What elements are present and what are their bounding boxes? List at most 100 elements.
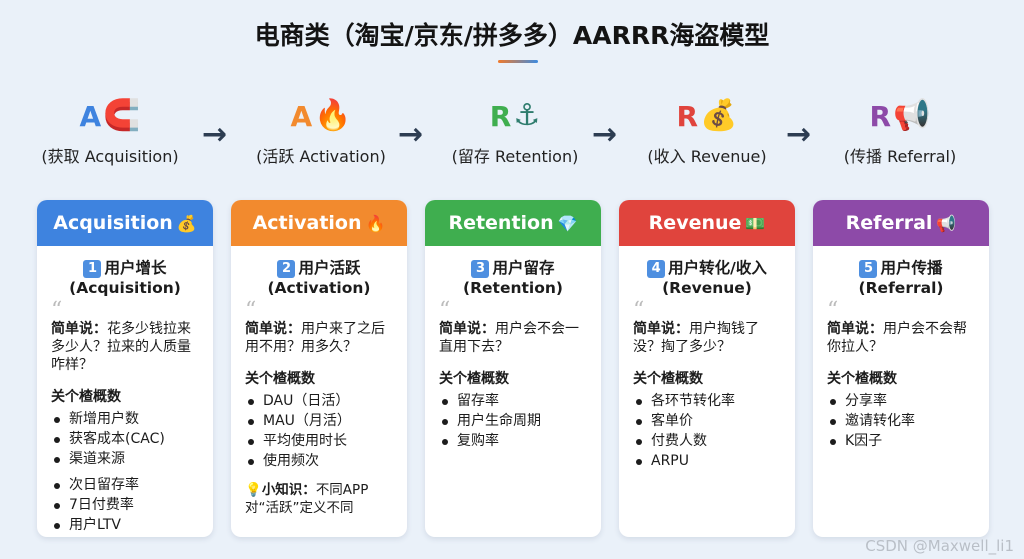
list-item: 新增用户数: [51, 409, 199, 429]
card-subtitle-cn: 用户增长: [104, 259, 167, 277]
watermark: CSDN @Maxwell_li1: [865, 537, 1014, 555]
quote-icon: “: [51, 298, 63, 323]
list-item: 付费人数: [633, 431, 781, 451]
stage-letter: R: [489, 99, 512, 133]
simple-label: 简单说：: [439, 321, 495, 337]
arrow-icon: →: [786, 117, 812, 152]
simple-text: 用户会不会一直用下去？: [439, 321, 579, 355]
card-subtitle-en: (Acquisition): [69, 279, 181, 297]
card-header-title: Revenue: [648, 212, 742, 234]
tip-label: 小知识：: [261, 482, 316, 498]
quote-icon: “: [827, 298, 839, 323]
card-header: Referral 📢: [813, 200, 989, 246]
megaphone-icon: 📢: [893, 98, 931, 133]
list-item: 用户生命周期: [439, 411, 587, 431]
quote-icon: “: [439, 298, 451, 323]
list-item: 复购率: [439, 431, 587, 451]
metrics-title: 关个楂概数: [439, 371, 509, 387]
page-title: 电商类（淘宝/京东/拼多多）AARRR海盗模型: [254, 21, 770, 50]
metrics-list-secondary: 次日留存率 7日付费率 用户LTV: [51, 475, 199, 535]
card-header-title: Retention: [448, 212, 554, 234]
card-header: Revenue 💵: [619, 200, 795, 246]
stage-caption: (收入 Revenue): [647, 147, 767, 166]
card-subtitle-en: (Referral): [858, 279, 944, 297]
gem-icon: 💎: [557, 213, 578, 233]
megaphone-icon: 📢: [936, 213, 957, 233]
card-subtitle-cn: 用户转化/收入: [668, 259, 767, 277]
simple-explanation: 简单说：用户会不会一直用下去？: [439, 320, 587, 356]
simple-label: 简单说：: [245, 321, 301, 337]
fire-icon: 🔥: [365, 213, 386, 233]
list-item: 获客成本(CAC): [51, 429, 199, 449]
magnet-icon: 🧲: [103, 98, 141, 133]
arrow-icon: →: [592, 117, 618, 152]
card-subtitle-cn: 用户传播: [880, 259, 943, 277]
number-badge: 2: [277, 260, 296, 278]
list-item: DAU（日活）: [245, 391, 393, 411]
metrics-list: DAU（日活） MAU（月活） 平均使用时长 使用频次: [245, 391, 393, 471]
card-header-title: Referral: [845, 212, 933, 234]
fire-icon: 🔥: [314, 98, 352, 133]
card-header-title: Acquisition: [53, 212, 173, 234]
list-item: K因子: [827, 431, 975, 451]
simple-label: 简单说：: [51, 321, 107, 337]
simple-explanation: 简单说：用户会不会帮你拉人？: [827, 320, 975, 356]
metrics-title: 关个楂概数: [51, 389, 121, 405]
money-bag-icon: 💰: [700, 98, 738, 133]
list-item: 邀请转化率: [827, 411, 975, 431]
stage-caption: (获取 Acquisition): [41, 147, 179, 166]
card-subtitle-en: (Activation): [267, 279, 371, 297]
card-subtitle-cn: 用户活跃: [298, 259, 361, 277]
stage-activation: A 🔥 (活跃 Activation): [236, 92, 406, 167]
metrics-title: 关个楂概数: [827, 371, 897, 387]
list-item: ARPU: [633, 451, 781, 471]
tip-note: 💡小知识：不同APP对“活跃”定义不同: [245, 481, 393, 517]
list-item: 平均使用时长: [245, 431, 393, 451]
simple-explanation: 简单说：用户来了之后用不用？用多久？: [245, 320, 393, 356]
stage-letter: R: [869, 99, 892, 133]
list-item: 用户LTV: [51, 515, 199, 535]
money-bag-icon: 💰: [176, 213, 197, 233]
simple-text: 用户来了之后用不用？用多久？: [245, 321, 385, 355]
stage-referral: R 📢 (传播 Referral): [815, 92, 985, 167]
tip-text: 不同APP对“活跃”定义不同: [245, 482, 369, 516]
simple-text: 用户会不会帮你拉人？: [827, 321, 967, 355]
quote-icon: “: [633, 298, 645, 323]
arrow-icon: →: [398, 117, 424, 152]
metrics-list: 留存率 用户生命周期 复购率: [439, 391, 587, 451]
list-item: 分享率: [827, 391, 975, 411]
card-subtitle-en: (Revenue): [662, 279, 752, 297]
metrics-list: 分享率 邀请转化率 K因子: [827, 391, 975, 451]
stage-caption: (活跃 Activation): [256, 147, 386, 166]
lightbulb-icon: 💡: [245, 482, 262, 498]
stage-caption: (传播 Referral): [843, 147, 957, 166]
list-item: 客单价: [633, 411, 781, 431]
simple-text: 花多少钱拉来多少人？拉来的人质量咋样？: [51, 321, 191, 373]
metrics-title: 关个楂概数: [633, 371, 703, 387]
metrics-list: 新增用户数 获客成本(CAC) 渠道来源: [51, 409, 199, 469]
metrics-title: 关个楂概数: [245, 371, 315, 387]
simple-text: 用户掏钱了没？掏了多少？: [633, 321, 759, 355]
title-underline: [498, 60, 538, 63]
quote-icon: “: [245, 298, 257, 323]
stage-letter: R: [676, 99, 699, 133]
card-subtitle-cn: 用户留存: [492, 259, 555, 277]
stage-letter: A: [290, 99, 313, 133]
stage-caption: (留存 Retention): [451, 147, 579, 166]
number-badge: 1: [83, 260, 102, 278]
simple-label: 简单说：: [633, 321, 689, 337]
list-item: 使用频次: [245, 451, 393, 471]
banknote-icon: 💵: [745, 213, 766, 233]
simple-label: 简单说：: [827, 321, 883, 337]
list-item: 次日留存率: [51, 475, 199, 495]
